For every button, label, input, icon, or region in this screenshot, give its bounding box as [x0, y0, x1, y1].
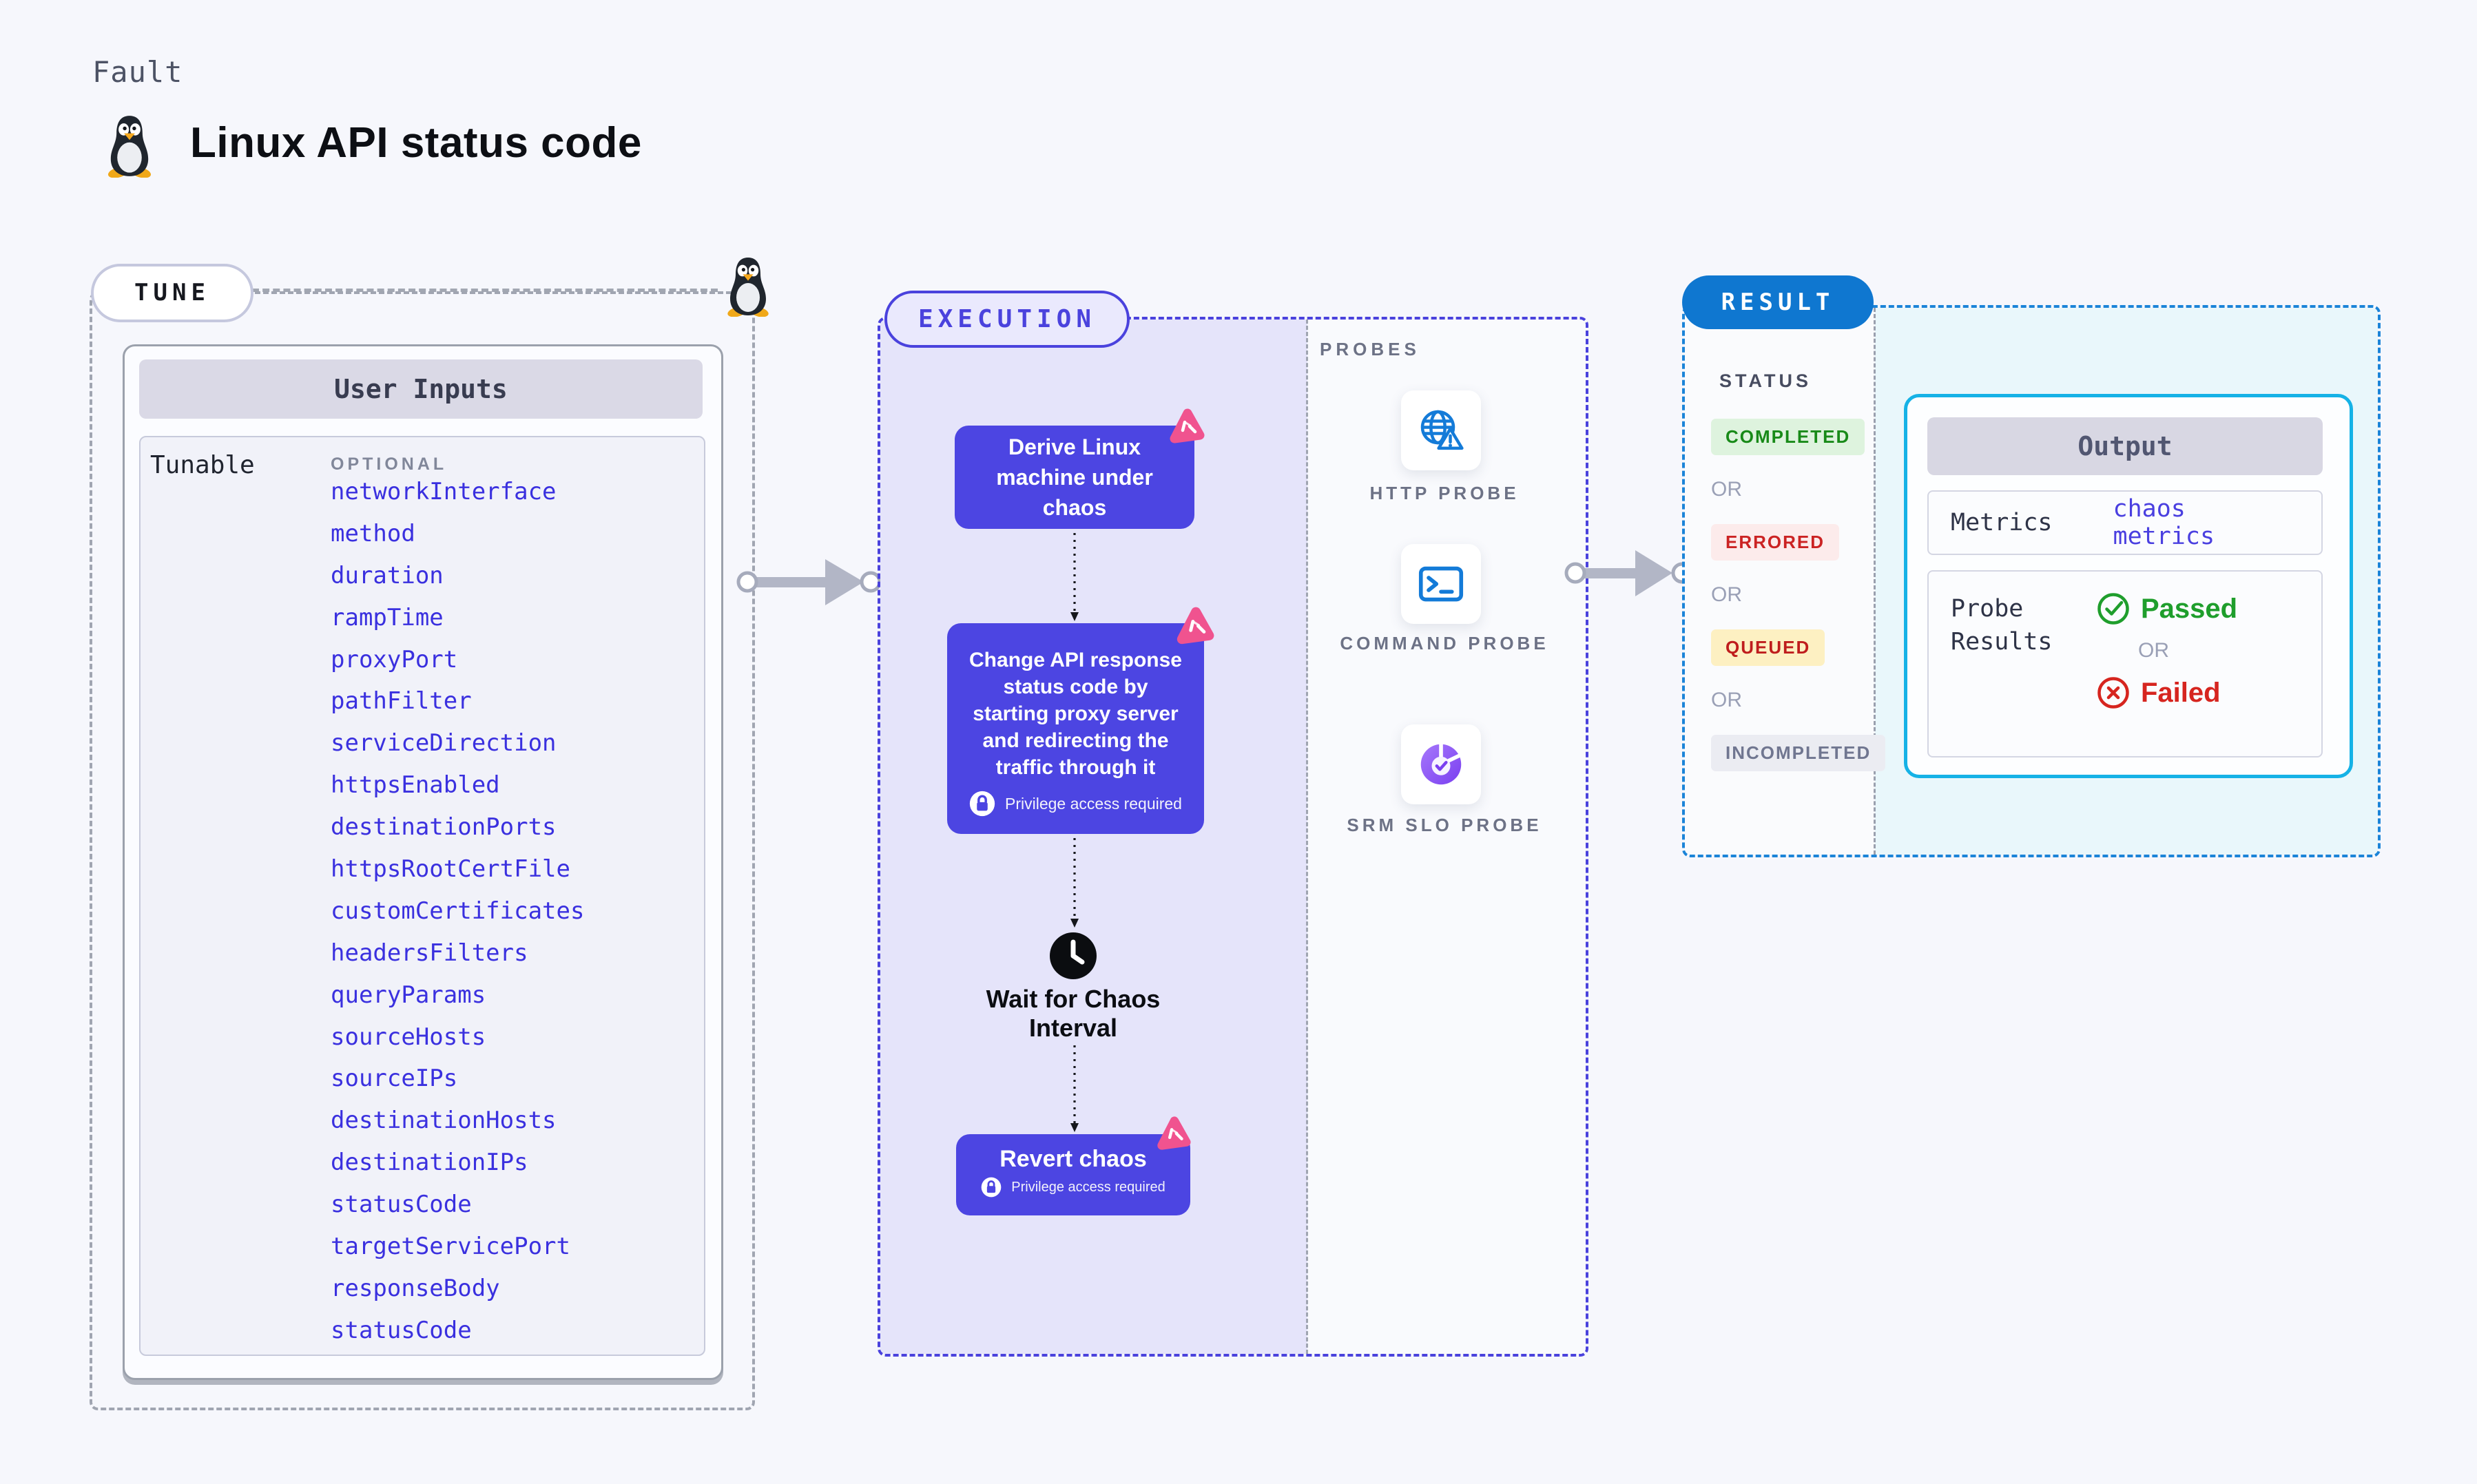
privilege-row: Privilege access required [956, 1177, 1190, 1198]
result-pill: RESULT [1682, 275, 1874, 329]
status-badge-queued: QUEUED [1711, 629, 1825, 666]
param-link[interactable]: customCertificates [331, 897, 585, 925]
lock-icon [969, 791, 996, 817]
param-link[interactable]: serviceDirection [331, 729, 557, 757]
page-title: Linux API status code [190, 119, 642, 167]
or-label: OR [2138, 639, 2169, 662]
revert-chaos-node: Revert chaos Privilege access required [956, 1134, 1190, 1215]
verdict-column: Passed OR Failed [2097, 592, 2237, 735]
status-badge-errored: ERRORED [1711, 524, 1840, 561]
param-link[interactable]: destinationPorts [331, 813, 557, 842]
probe-results-label: Probe Results [1951, 595, 2053, 656]
change-status-code-text: Change API response status code by start… [969, 649, 1182, 779]
metrics-label: Metrics [1951, 509, 2053, 536]
output-header: Output [1927, 417, 2323, 475]
passed-label: Passed [2141, 593, 2238, 624]
param-link[interactable]: rampTime [331, 603, 444, 631]
probe-results-row: Probe Results Passed OR Failed [1927, 570, 2323, 757]
tune-pill: TUNE [91, 264, 253, 322]
param-link[interactable]: networkInterface [331, 478, 557, 505]
tune-section-box [90, 291, 755, 1410]
param-link[interactable]: method [331, 519, 415, 547]
param-link[interactable]: queryParams [331, 981, 486, 1009]
privilege-label: Privilege access required [1005, 794, 1182, 813]
param-link[interactable]: responseBody [331, 1274, 500, 1302]
http-probe-card [1401, 390, 1481, 470]
privilege-row: Privilege access required [947, 791, 1204, 817]
or-label: OR [1711, 689, 1742, 711]
param-link[interactable]: proxyPort [331, 645, 458, 673]
flow-arrow [1564, 550, 1693, 596]
passed-verdict: Passed [2097, 592, 2237, 625]
x-circle-icon [2097, 676, 2130, 709]
result-separator [1874, 308, 1876, 855]
status-list: COMPLETED OR ERRORED OR QUEUED OR INCOMP… [1711, 419, 1886, 771]
param-link[interactable]: pathFilter [331, 687, 472, 715]
dotted-arrow-down-icon [1070, 533, 1079, 621]
execution-pill: EXECUTION [884, 291, 1130, 348]
tunable-row-label: Tunable [150, 451, 255, 479]
privilege-label: Privilege access required [1011, 1179, 1165, 1195]
param-link[interactable]: sourceHosts [331, 1023, 486, 1051]
fault-kicker: Fault [92, 55, 183, 89]
failed-verdict: Failed [2097, 676, 2237, 709]
user-inputs-header: User Inputs [139, 359, 703, 419]
param-link[interactable]: destinationIPs [331, 1149, 528, 1177]
check-circle-icon [2097, 592, 2130, 625]
param-link[interactable]: statusCode [331, 1316, 472, 1344]
command-probe-card [1401, 544, 1481, 624]
param-link[interactable]: httpsEnabled [331, 771, 500, 800]
probes-label: PROBES [1320, 339, 1420, 359]
slo-donut-icon [1420, 742, 1462, 785]
param-link[interactable]: targetServicePort [331, 1233, 570, 1261]
probes-panel-bg [1307, 320, 1586, 1354]
tux-icon [726, 258, 770, 317]
param-link[interactable]: httpsRootCertFile [331, 855, 570, 884]
or-label: OR [1711, 583, 1742, 606]
param-link[interactable]: statusCode [331, 1191, 472, 1219]
or-label: OR [1711, 478, 1742, 501]
param-link[interactable]: sourceIPs [331, 1065, 458, 1093]
revert-chaos-text: Revert chaos [999, 1146, 1147, 1172]
wait-interval-label: Wait for Chaos Interval [986, 985, 1161, 1042]
probes-separator [1306, 320, 1308, 1354]
status-column-label: STATUS [1719, 370, 1812, 391]
chaos-metrics-link[interactable]: chaos metrics [2113, 495, 2215, 550]
globe-alert-icon [1420, 410, 1464, 450]
http-probe-label: HTTP PROBE [1369, 483, 1520, 503]
tunables-list-panel [139, 436, 705, 1356]
param-link[interactable]: duration [331, 561, 444, 589]
tux-icon [107, 116, 152, 178]
optional-column-label: OPTIONAL [331, 454, 448, 474]
change-status-code-node: Change API response status code by start… [947, 623, 1204, 834]
status-badge-completed: COMPLETED [1711, 419, 1865, 455]
status-badge-incompleted: INCOMPLETED [1711, 735, 1886, 771]
derive-machine-text: Derive Linux machine under chaos [996, 435, 1153, 520]
metrics-row: Metrics chaos metrics [1927, 490, 2323, 555]
param-link[interactable]: destinationHosts [331, 1107, 557, 1135]
failed-label: Failed [2141, 677, 2221, 708]
terminal-icon [1418, 566, 1464, 602]
srm-slo-probe-card [1401, 724, 1481, 804]
lock-icon [981, 1177, 1002, 1198]
srm-slo-probe-label: SRM SLO PROBE [1347, 815, 1542, 835]
clock-icon [1050, 932, 1097, 979]
flow-arrow [736, 559, 882, 605]
tune-connector-line [252, 289, 718, 292]
param-link[interactable]: headersFilters [331, 939, 528, 967]
dotted-arrow-down-icon [1070, 1045, 1079, 1132]
derive-machine-node: Derive Linux machine under chaos [955, 426, 1194, 529]
tunable-params-list: networkInterface method duration rampTim… [331, 478, 689, 1344]
command-probe-label: COMMAND PROBE [1340, 633, 1549, 654]
dotted-arrow-down-icon [1070, 838, 1079, 928]
